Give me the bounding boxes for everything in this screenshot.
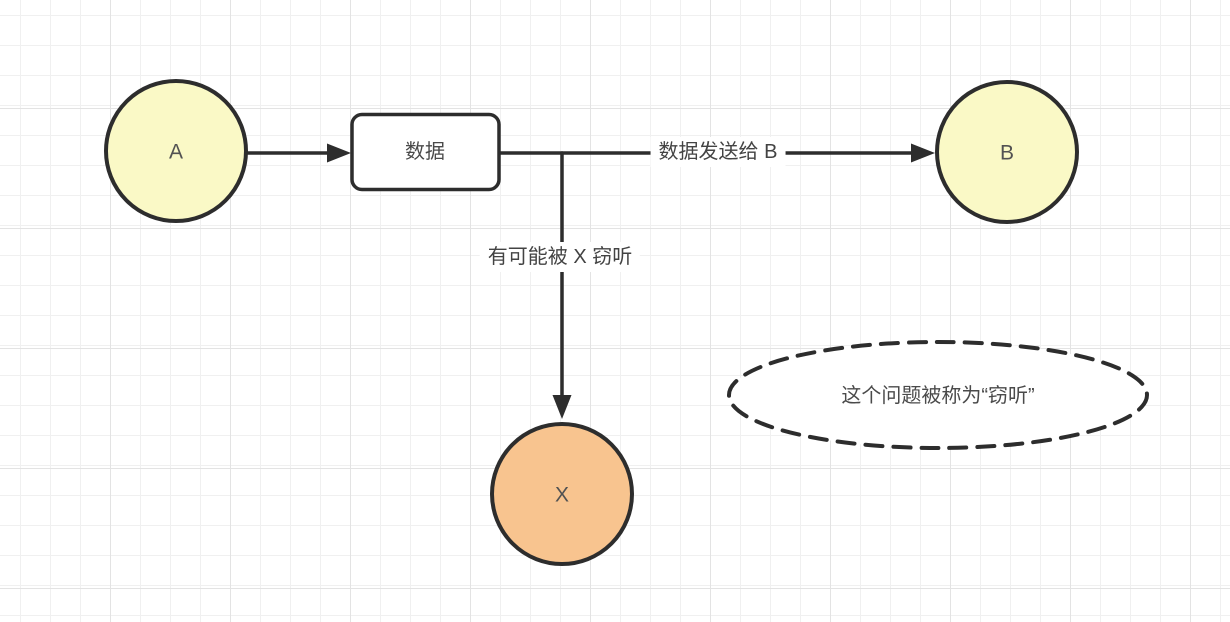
node-a-label: A (168, 140, 184, 164)
data-box-label: 数据 (405, 141, 445, 163)
node-b (935, 80, 1079, 224)
arrowhead-into-data-box (327, 143, 351, 163)
edge-data-to-b-label: 数据发送给 B (650, 137, 786, 167)
arrowhead-into-node-x (552, 395, 572, 419)
annotation-label: 这个问题被称为“窃听” (841, 385, 1035, 407)
node-x (490, 422, 634, 566)
annotation-ellipse (727, 340, 1149, 450)
data-box (350, 112, 501, 192)
arrowhead-into-node-b (911, 143, 935, 163)
node-b-label: B (999, 141, 1015, 165)
node-a (104, 79, 248, 223)
node-x-label: X (554, 483, 570, 507)
edge-data-to-x-label: 有可能被 X 窃听 (479, 242, 641, 272)
